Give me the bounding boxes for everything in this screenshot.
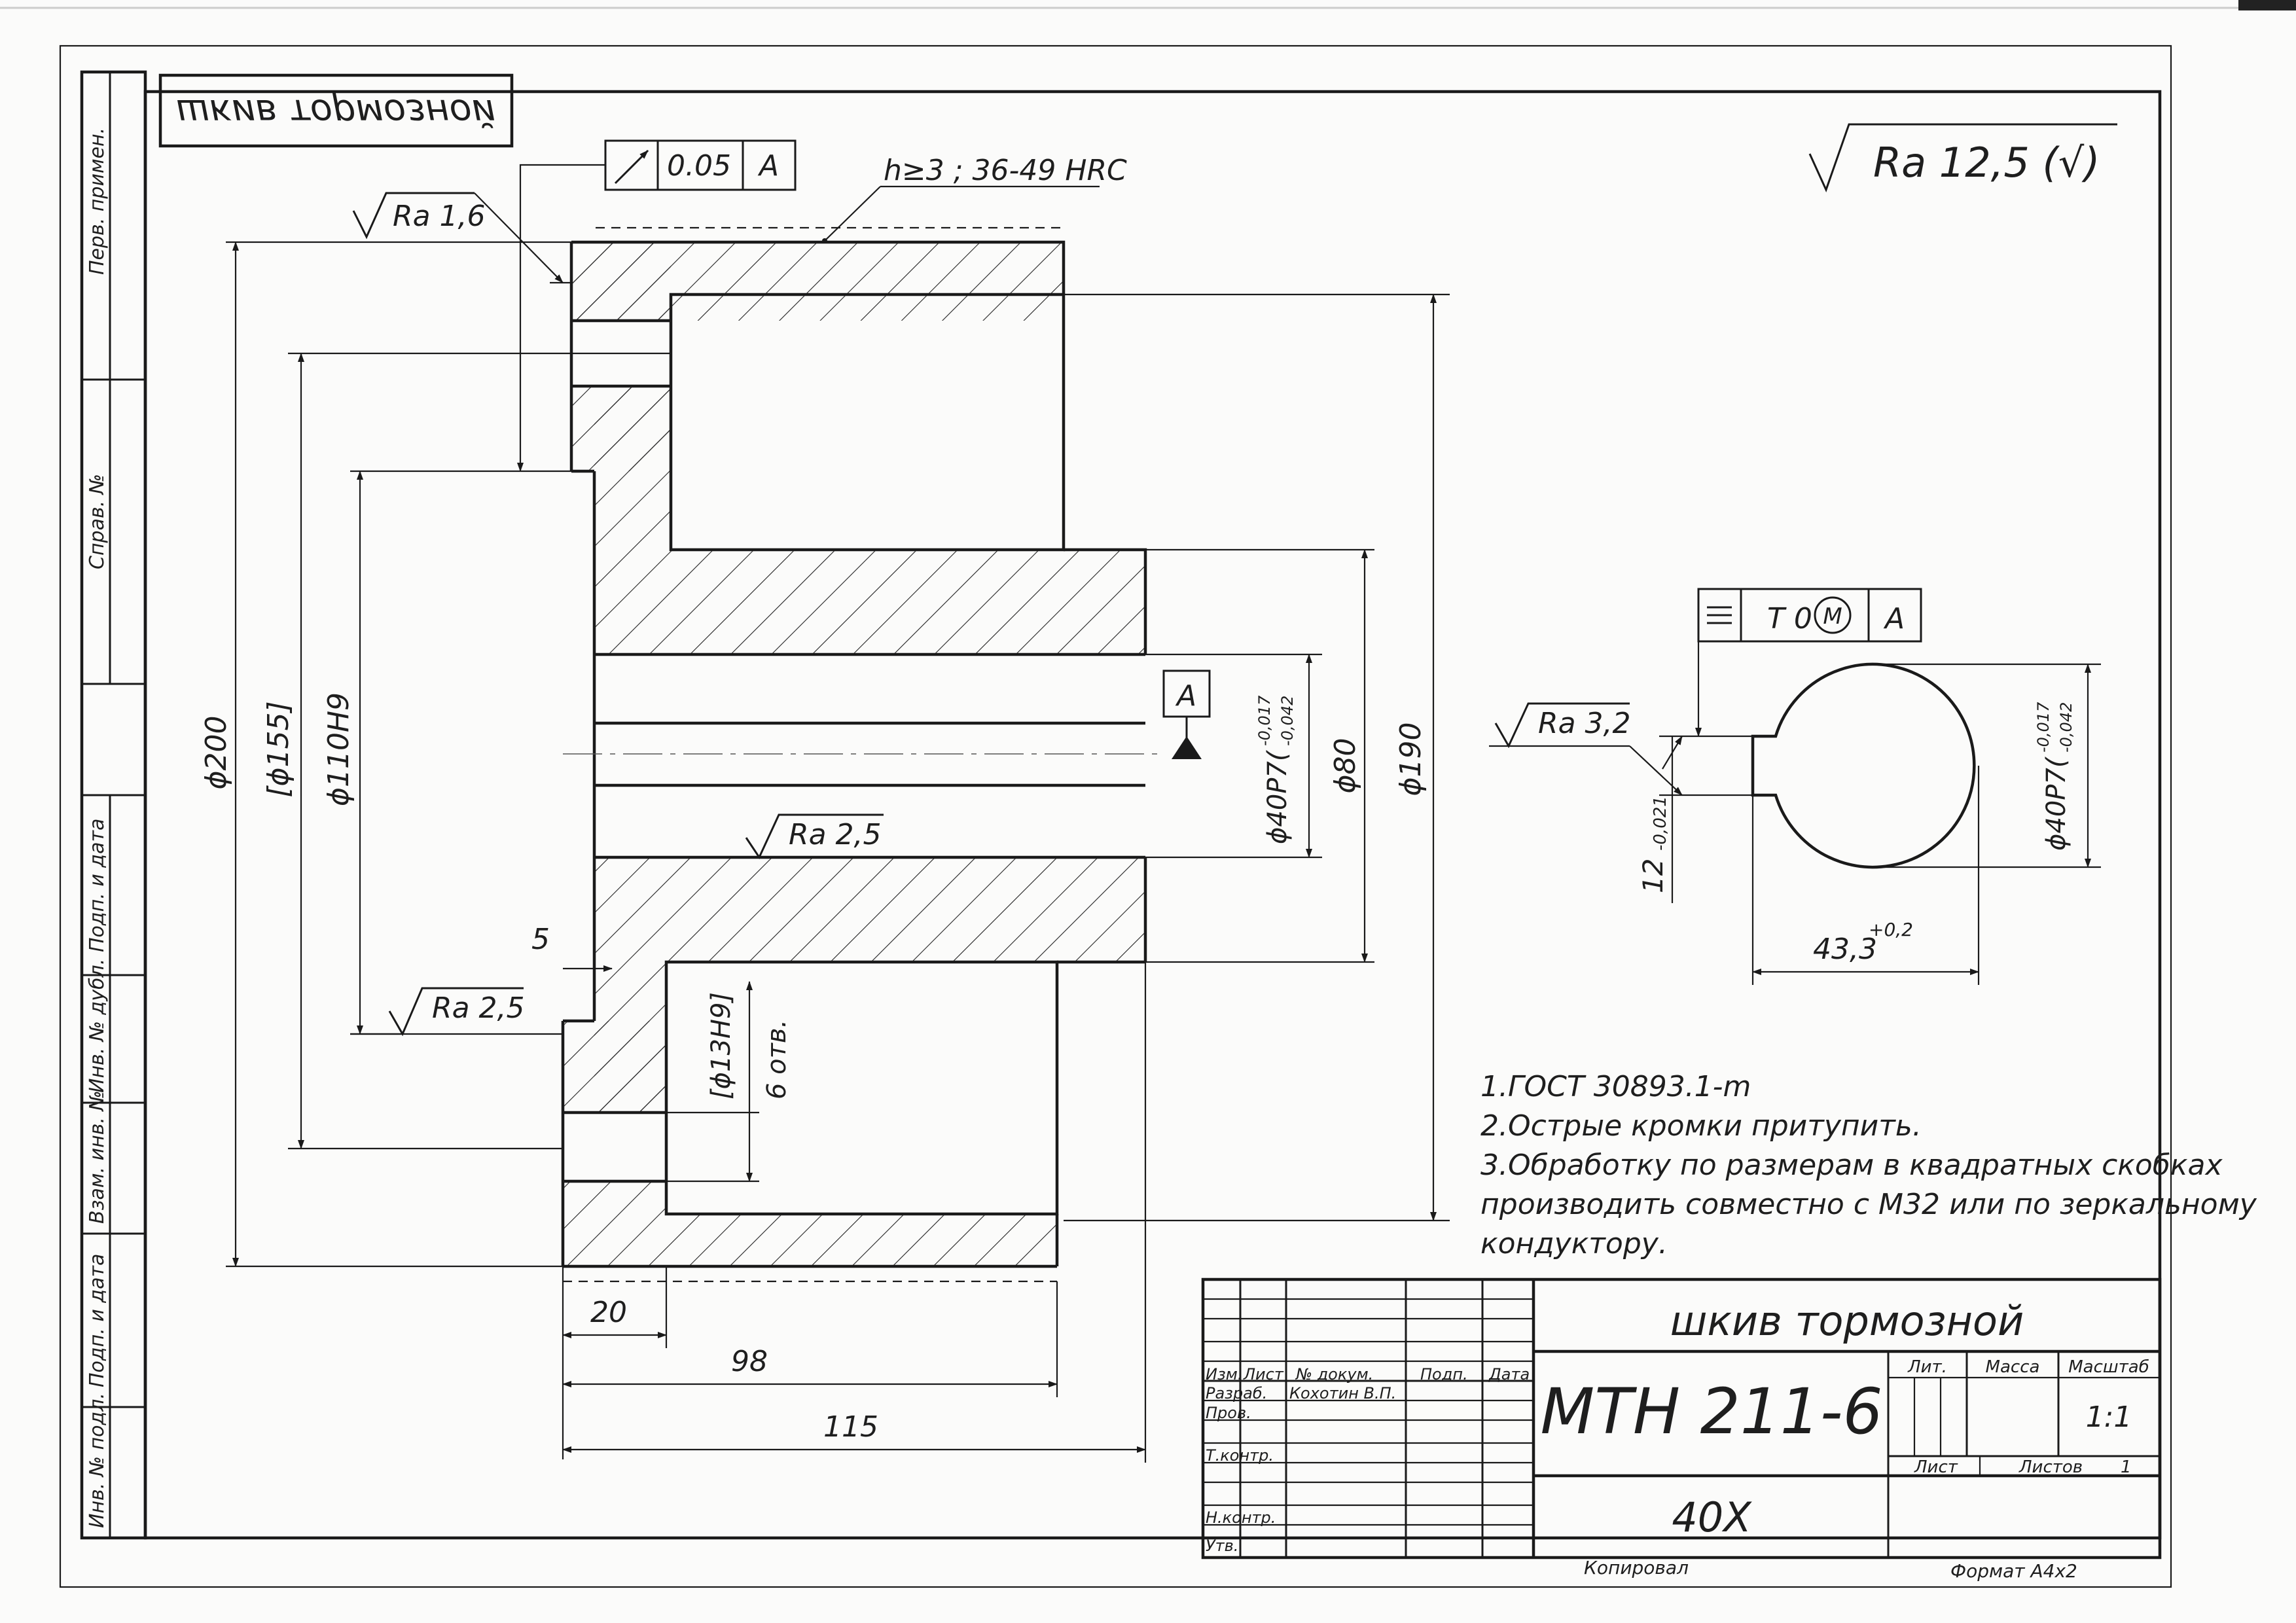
- roughness-ra25-low: Ra 2,5: [350, 987, 525, 1037]
- roughness-ra16: Ra 1,6: [352, 192, 571, 284]
- ra25-mid-text: Ra 2,5: [789, 818, 882, 851]
- tb-col-sheet: Лист: [1243, 1365, 1284, 1383]
- runout-tolerance-frame: 0.05 A: [517, 139, 797, 472]
- strip-sprav: Справ. №: [86, 474, 109, 569]
- dim-key433-tol: +0,2: [1869, 919, 1913, 940]
- dim-d155: [ϕ155]: [262, 701, 295, 797]
- symmetry-tolerance-frame: T 0 M A: [1695, 588, 1922, 737]
- tb-scale-value: 1:1: [2086, 1400, 2132, 1434]
- roughness-ra25-mid: Ra 2,5: [745, 813, 884, 860]
- tb-col-date: Дата: [1488, 1365, 1530, 1383]
- general-roughness-text: Ra 12,5 (√): [1873, 139, 2100, 187]
- dim-key433: 43,3: [1813, 933, 1877, 966]
- strip-perv-prim: Перв. примен.: [86, 128, 109, 275]
- tb-part-name: шкив тормозной: [1670, 1297, 2024, 1345]
- tb-author: Кохотин В.П.: [1289, 1384, 1396, 1402]
- sec-dim-d40-up: -0,017: [2034, 702, 2053, 753]
- sym-value: T 0: [1767, 602, 1812, 635]
- datum-a-label: A: [1175, 679, 1196, 713]
- roughness-ra32: Ra 3,2: [1489, 702, 1683, 796]
- tb-format: Формат A4x2: [1950, 1560, 2077, 1582]
- mirrored-name-box: шкив тормозной: [158, 73, 514, 148]
- tb-col-doc: № докум.: [1295, 1365, 1373, 1383]
- strip-inv-dubl: Инв. № дубл.: [86, 959, 109, 1093]
- note-5: кондуктору.: [1480, 1227, 1668, 1260]
- left-strip: Перв. примен. Справ. № Подп. и дата Инв.…: [80, 70, 147, 1540]
- tb-col-sign: Подп.: [1420, 1365, 1468, 1383]
- dim-w5: 5: [531, 923, 550, 956]
- title-block: шкив тормозной МТН 211-6 40Х Лит. Масса …: [1201, 1277, 2162, 1582]
- tb-col-change: Изм.: [1206, 1365, 1242, 1383]
- tb-lit-label: Лит.: [1907, 1357, 1947, 1377]
- dimensions: ϕ200 [ϕ155] ϕ110H9 ϕ40P7( -0,017 -0,042 …: [200, 241, 1450, 1463]
- tb-mass-label: Масса: [1986, 1357, 2040, 1377]
- sec-dim-d40: ϕ40P7(: [2041, 756, 2072, 851]
- sym-datum: A: [1883, 602, 1905, 635]
- strip-labels: Перв. примен. Справ. № Подп. и дата Инв.…: [86, 128, 109, 1528]
- tb-row-utv: Утв.: [1206, 1537, 1238, 1555]
- mirrored-name-label: шкив тормозной: [176, 91, 495, 134]
- hardness-note: h≥3 ; 36-49 HRC: [884, 154, 1127, 187]
- dim-w115: 115: [823, 1410, 878, 1444]
- dim-d200: ϕ200: [200, 715, 233, 789]
- tb-sheets-label: Листов: [2018, 1457, 2083, 1477]
- dim-d40-tol-up: -0,017: [1255, 695, 1274, 746]
- note-3: 3.Обработку по размерам в квадратных ско…: [1480, 1149, 2223, 1182]
- tb-row-razrab: Разраб.: [1206, 1384, 1267, 1402]
- strip-vzam-inv: Взам. инв. №: [86, 1090, 109, 1224]
- dim-d40-tol-low: -0,042: [1278, 696, 1297, 746]
- dim-d190: ϕ190: [1394, 722, 1427, 796]
- strip-podp-data-1: Подп. и дата: [86, 819, 109, 952]
- tb-sheets-value: 1: [2121, 1457, 2132, 1477]
- section-outline: [561, 240, 1147, 1268]
- datum-a-marker: A: [1162, 669, 1211, 759]
- ra16-text: Ra 1,6: [393, 200, 486, 233]
- keyway-outline: [1751, 662, 1976, 869]
- sec-dim-d40-low: -0,042: [2057, 702, 2075, 753]
- ra25-low-text: Ra 2,5: [432, 991, 525, 1025]
- runout-datum: A: [757, 149, 779, 183]
- tb-material: 40Х: [1672, 1493, 1752, 1541]
- tb-row-nkontr: Н.контр.: [1206, 1508, 1276, 1527]
- hatched-material: [563, 242, 1145, 1266]
- runout-value: 0.05: [667, 149, 731, 183]
- dim-d110: ϕ110H9: [322, 692, 355, 806]
- tb-row-tkontr: Т.контр.: [1206, 1446, 1274, 1465]
- ra32-text: Ra 3,2: [1538, 707, 1631, 740]
- keyway-section: T 0 M A Ra 3,2 12 -0,021 43,3 +0,2 ϕ40P7: [1489, 588, 2101, 985]
- annotations: h≥3 ; 36-49 HRC 0.05 A Ra 1,6 Ra 2,5 Ra …: [350, 139, 1211, 1037]
- pulley-section: [561, 226, 1165, 1283]
- technical-notes: 1.ГОСТ 30893.1-m 2.Острые кромки притупи…: [1480, 1070, 2257, 1260]
- general-roughness: Ra 12,5 (√): [1808, 123, 2117, 193]
- strip-podp-data-2: Подп. и дата: [86, 1254, 109, 1387]
- tb-sheet-label: Лист: [1914, 1457, 1958, 1477]
- tb-designation: МТН 211-6: [1540, 1375, 1882, 1448]
- dim-w98: 98: [731, 1345, 768, 1378]
- dim-key12: 12: [1637, 859, 1669, 893]
- dim-d40: ϕ40P7(: [1263, 749, 1293, 844]
- tb-row-prov: Пров.: [1206, 1404, 1251, 1422]
- note-1: 1.ГОСТ 30893.1-m: [1480, 1070, 1751, 1103]
- sym-mod: M: [1823, 603, 1842, 630]
- dim-d13: [ϕ13H9]: [706, 992, 736, 1099]
- note-2: 2.Острые кромки притупить.: [1480, 1109, 1922, 1143]
- strip-inv-podl: Инв. № подл.: [86, 1393, 109, 1528]
- note-4: производить совместно с М32 или по зерка…: [1480, 1188, 2257, 1221]
- dim-w20: 20: [590, 1296, 627, 1329]
- tb-copied: Копировал: [1584, 1557, 1689, 1578]
- tb-scale-label: Масштаб: [2068, 1357, 2149, 1377]
- dim-holes: 6 отв.: [762, 1020, 792, 1099]
- dim-d80: ϕ80: [1329, 738, 1362, 793]
- dim-key12-tol: -0,021: [1651, 796, 1670, 851]
